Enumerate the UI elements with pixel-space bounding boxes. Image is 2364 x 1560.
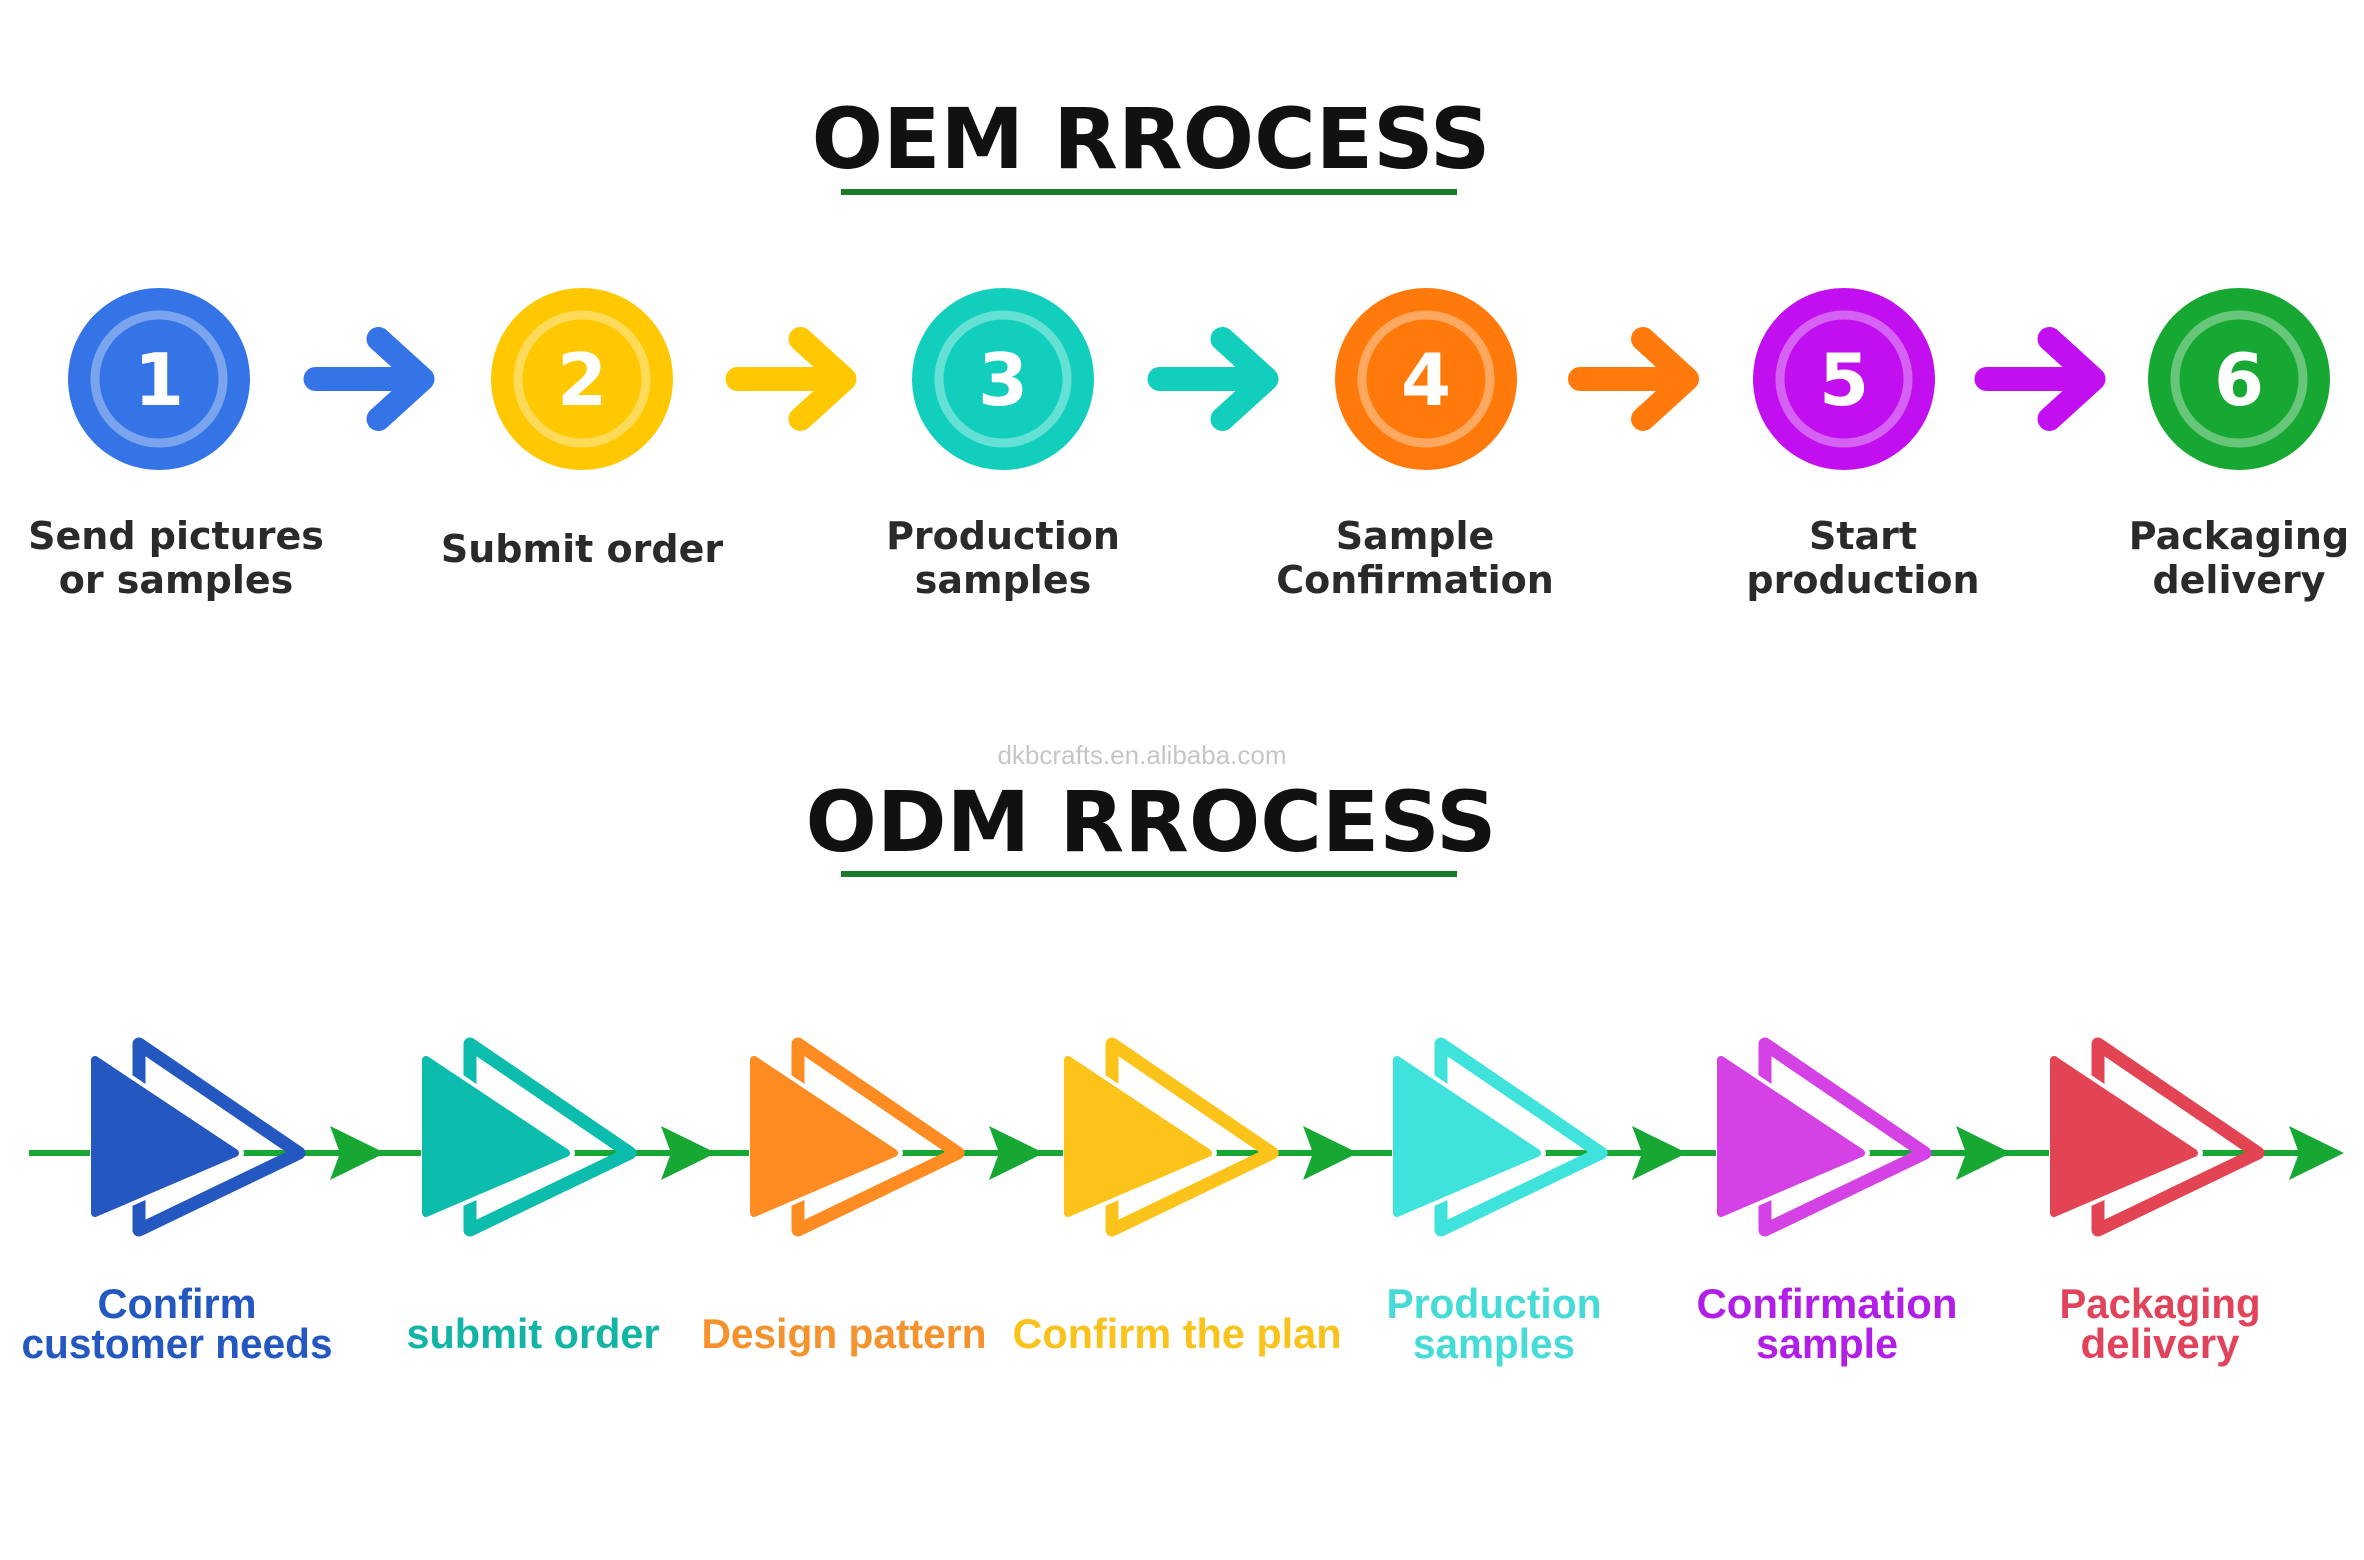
- odm-step-3: Design pattern: [702, 1037, 987, 1357]
- watermark: dkbcrafts.en.alibaba.com: [997, 740, 1286, 770]
- step-circle: [1335, 288, 1517, 470]
- play-filled-shape: [1064, 1056, 1212, 1217]
- step-number: 5: [1819, 338, 1869, 422]
- arrow-head: [788, 327, 857, 431]
- step-number: 6: [2214, 338, 2264, 422]
- timeline-arrowhead-icon: [330, 1126, 385, 1180]
- step-label: Confirm: [98, 1280, 257, 1327]
- arrow-head: [1631, 327, 1699, 431]
- odm-title-underline: [841, 871, 1457, 877]
- arrow-right-icon: [303, 327, 435, 431]
- timeline-arrowhead-icon: [1956, 1126, 2011, 1180]
- step-inner-ring: [90, 310, 228, 448]
- arrow-right-icon: [1568, 327, 1699, 431]
- step-inner-ring: [934, 310, 1072, 448]
- step-number: 4: [1401, 338, 1451, 422]
- step-inner-ring: [2170, 310, 2308, 448]
- step-label: Sample: [1336, 514, 1495, 558]
- timeline-arrowhead-icon: [989, 1126, 1044, 1180]
- step-label: Start: [1809, 514, 1917, 558]
- step-label: samples: [1413, 1320, 1575, 1367]
- play-filled-shape: [422, 1056, 570, 1217]
- step-label: Submit order: [441, 527, 723, 571]
- arrow-right-icon: [1974, 327, 2106, 431]
- play-filled-shape: [2050, 1056, 2198, 1217]
- step-number: 1: [134, 338, 184, 422]
- step-label: customer needs: [22, 1320, 333, 1367]
- step-inner-ring: [1775, 310, 1913, 448]
- step-label: Design pattern: [702, 1310, 987, 1357]
- step-label: Packaging: [2060, 1280, 2261, 1327]
- step-circle: [68, 288, 250, 470]
- step-label: delivery: [2152, 558, 2325, 602]
- step-label: Confirm the plan: [1013, 1310, 1342, 1357]
- timeline-arrowhead-icon: [1303, 1126, 1358, 1180]
- step-inner-ring: [1357, 310, 1495, 448]
- play-filled-shape: [1393, 1056, 1541, 1217]
- step-circle: [2148, 288, 2330, 470]
- play-filled-shape: [1717, 1056, 1865, 1217]
- step-circle: [491, 288, 673, 470]
- arrow-right-icon: [1147, 327, 1279, 431]
- step-label: Packaging: [2129, 514, 2349, 558]
- arrow-head: [366, 327, 435, 431]
- timeline-arrowhead-icon: [661, 1126, 716, 1180]
- step-label: or samples: [59, 558, 294, 602]
- timeline-arrowhead-icon: [2289, 1126, 2344, 1180]
- play-filled-shape: [91, 1056, 239, 1217]
- step-label: Send pictures: [28, 514, 324, 558]
- step-label: delivery: [2081, 1320, 2241, 1367]
- step-inner-ring: [513, 310, 651, 448]
- step-label: Confirmation: [1697, 1280, 1958, 1327]
- odm-step-2: submit order: [407, 1037, 660, 1357]
- step-circle: [1753, 288, 1935, 470]
- step-number: 3: [978, 338, 1028, 422]
- step-label: sample: [1756, 1320, 1898, 1367]
- arrow-head: [1210, 327, 1279, 431]
- step-label: Production: [886, 514, 1120, 558]
- odm-step-4: Confirm the plan: [1013, 1037, 1342, 1357]
- step-circle: [912, 288, 1094, 470]
- step-number: 2: [557, 338, 607, 422]
- oem-title-underline: [841, 189, 1457, 195]
- play-filled-shape: [750, 1056, 898, 1217]
- oem-title: OEM RROCESS: [812, 90, 1491, 188]
- step-label: submit order: [407, 1310, 660, 1357]
- step-label: Confirmation: [1276, 558, 1554, 602]
- arrow-head: [2037, 327, 2106, 431]
- timeline-arrowhead-icon: [1632, 1126, 1687, 1180]
- step-label: production: [1746, 558, 1979, 602]
- step-label: samples: [915, 558, 1091, 602]
- arrow-right-icon: [725, 327, 857, 431]
- odm-title: ODM RROCESS: [806, 773, 1497, 871]
- step-label: Production: [1387, 1280, 1602, 1327]
